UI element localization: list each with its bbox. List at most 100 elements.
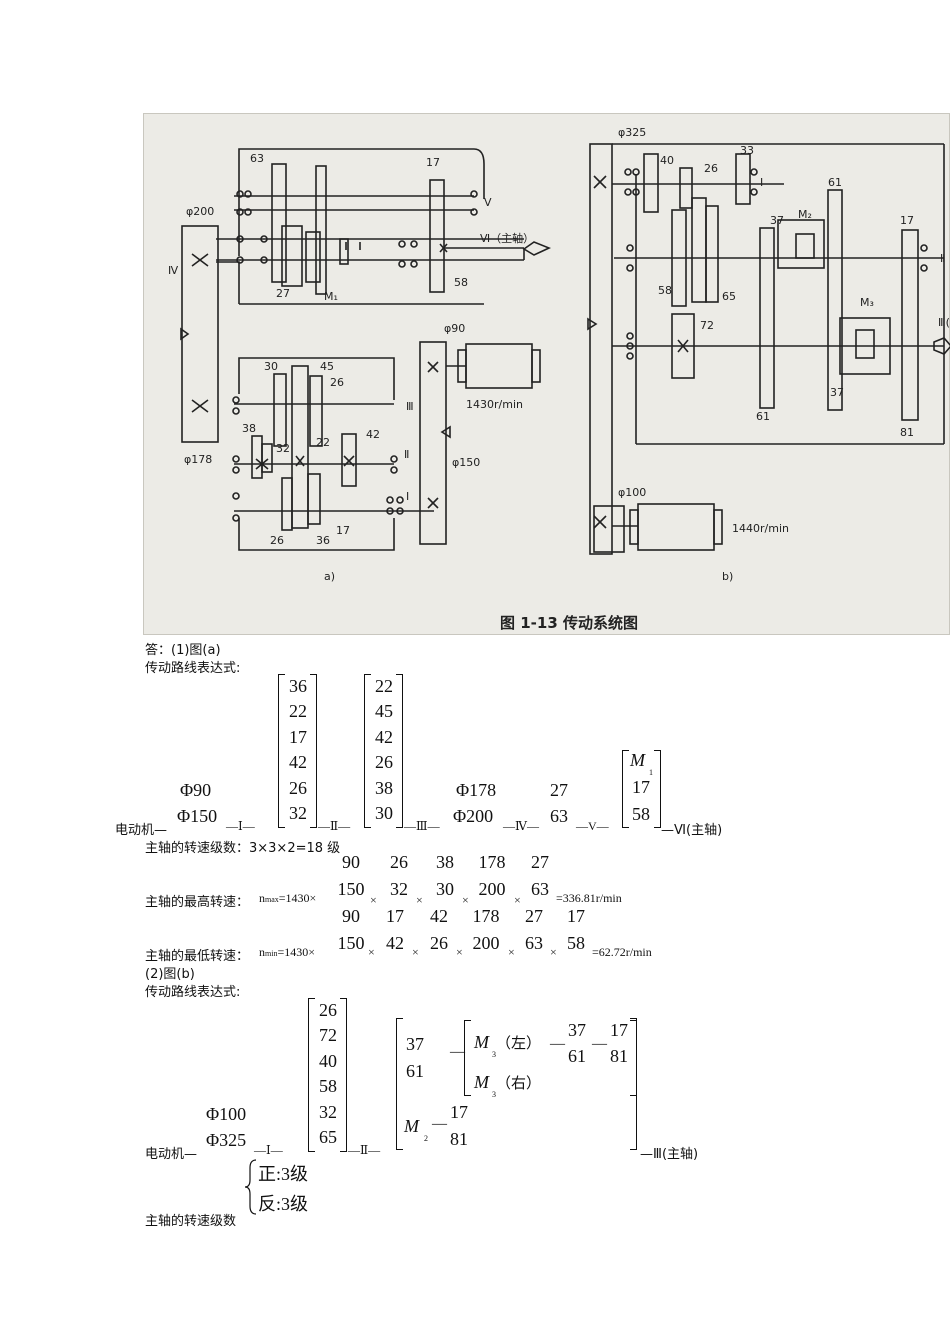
- reverse-speeds: 反:3级: [258, 1194, 309, 1214]
- group1-val: 22: [289, 701, 307, 722]
- group3-val: 17: [632, 777, 650, 797]
- group-b1-val: 40: [319, 1050, 337, 1071]
- label-g30: 30: [264, 360, 278, 373]
- label-g26a: 26: [330, 376, 344, 389]
- group-b1-val: 26: [319, 1000, 337, 1020]
- b-left-label: （左）: [496, 1036, 542, 1052]
- label-g37a: 37: [770, 214, 784, 227]
- label-g32: 32: [276, 442, 290, 455]
- route-a-shaft-iii: —Ⅲ—: [404, 819, 440, 833]
- label-shaft-iii-b: Ⅲ(: [938, 316, 950, 329]
- group-b1-val: 58: [319, 1076, 337, 1097]
- max-times: ×: [416, 893, 423, 907]
- answer-a-heading: 答：(1)图(a): [145, 643, 221, 658]
- min-times: ×: [508, 945, 515, 959]
- max-times: ×: [370, 893, 377, 907]
- group-b1-val: 72: [319, 1025, 337, 1046]
- max-speed-label: 主轴的最高转速：: [145, 895, 250, 910]
- group1-val: 36: [289, 676, 307, 696]
- max-num: 38: [436, 852, 454, 872]
- route-a-shaft-ii: —Ⅱ—: [318, 819, 351, 833]
- figure-caption: 图 1-13 传动系统图: [500, 614, 638, 632]
- label-shaft-vi: Ⅵ（主轴）: [480, 231, 534, 245]
- label-g61b: 61: [756, 410, 770, 423]
- label-g40: 40: [660, 154, 674, 167]
- b-m3-right-sub: 3: [492, 1090, 496, 1099]
- b-f3-bottom: 81: [610, 1046, 628, 1066]
- min-num: 178: [472, 906, 500, 926]
- label-g22: 22: [316, 436, 330, 449]
- b-f1-top: 37: [406, 1034, 424, 1054]
- route-label-a: 传动路线表达式:: [145, 661, 241, 676]
- group-b2-left-bracket: [396, 1018, 403, 1150]
- group1-right-bracket: [310, 674, 317, 828]
- label-g17-b: 17: [900, 214, 914, 227]
- group-b1-val: 32: [319, 1101, 337, 1122]
- speed-levels-b: 主轴的转速级数: [145, 1214, 237, 1229]
- b-m2: M: [404, 1116, 419, 1136]
- label-g81: 81: [900, 426, 914, 439]
- route-b-group1: 26 72 40 58 32 65: [314, 998, 342, 1150]
- route-b-end: —Ⅲ(主轴): [640, 1147, 699, 1162]
- route-b-shaft-ii: —Ⅱ—: [348, 1143, 381, 1157]
- route-b-start: 电动机—: [145, 1147, 198, 1162]
- label-shaft-iv: Ⅳ: [168, 264, 179, 277]
- min-den: 63: [525, 933, 543, 953]
- min-times: ×: [368, 945, 375, 959]
- label-motor-speed-b: 1440r/min: [732, 522, 789, 535]
- group2-left-bracket: [364, 674, 371, 828]
- b-dash-1: —: [450, 1044, 465, 1060]
- min-speed-label: 主轴的最低转速：: [145, 949, 250, 964]
- route-a-pair-top: 27: [550, 780, 568, 800]
- group1-val: 32: [289, 802, 307, 823]
- label-g36: 36: [316, 534, 330, 547]
- label-m1: M₁: [324, 290, 338, 303]
- b-dash-2: —: [550, 1036, 565, 1052]
- sub-caption-b: b): [722, 570, 733, 583]
- label-d200: φ200: [186, 205, 214, 218]
- route-a-shaft-iv: —Ⅳ—: [503, 819, 539, 833]
- b-f4-top: 17: [450, 1102, 468, 1122]
- group-b3-left-bracket: [464, 1020, 471, 1096]
- transmission-diagram: φ200 φ178 φ90 φ150 63 17 27 58 M₁ Ⅳ V Ⅵ（…: [168, 126, 950, 632]
- speed-brace: [244, 1159, 257, 1215]
- label-g72: 72: [700, 319, 714, 332]
- label-g26b: 26: [270, 534, 284, 547]
- route-b-shaft-i: —Ⅰ—: [254, 1143, 283, 1157]
- min-n: n: [259, 945, 265, 959]
- group-b2-right-bracket: [630, 1018, 637, 1150]
- max-sub: max: [265, 895, 279, 904]
- min-times: ×: [550, 945, 557, 959]
- b-f4-bottom: 81: [450, 1129, 468, 1149]
- group3-left-bracket: [622, 750, 629, 828]
- label-d90: φ90: [444, 322, 465, 335]
- group3-m: M: [630, 750, 645, 770]
- label-g37b: 37: [830, 386, 844, 399]
- label-g58: 58: [454, 276, 468, 289]
- max-times: ×: [514, 893, 521, 907]
- label-g38: 38: [242, 422, 256, 435]
- label-g42: 42: [366, 428, 380, 441]
- b-m3-left: M: [474, 1032, 489, 1052]
- b-dash-3: —: [592, 1036, 607, 1052]
- max-den: 200: [478, 879, 506, 899]
- label-m3: M₃: [860, 296, 874, 309]
- sub-caption-a: a): [324, 570, 335, 583]
- route-a-group1: 36 22 17 42 26 32: [284, 674, 312, 826]
- max-eq: =1430×: [278, 891, 317, 905]
- group2-val: 22: [375, 676, 393, 696]
- min-result: =62.72r/min: [592, 945, 652, 959]
- min-num: 17: [567, 906, 585, 926]
- group1-val: 42: [289, 752, 307, 773]
- route-a-shaft-i: —Ⅰ—: [226, 819, 255, 833]
- route-a-group2: 22 45 42 26 38 30: [370, 674, 398, 826]
- group2-val: 45: [375, 701, 393, 722]
- max-num: 90: [342, 852, 360, 872]
- max-den: 150: [337, 879, 365, 899]
- min-den: 150: [337, 933, 365, 953]
- min-times: ×: [456, 945, 463, 959]
- group2-val: 30: [375, 802, 393, 823]
- route-a-belt2-top: Φ178: [456, 780, 497, 800]
- label-shaft-ii-b: Ⅱ: [940, 252, 945, 265]
- label-g27: 27: [276, 287, 290, 300]
